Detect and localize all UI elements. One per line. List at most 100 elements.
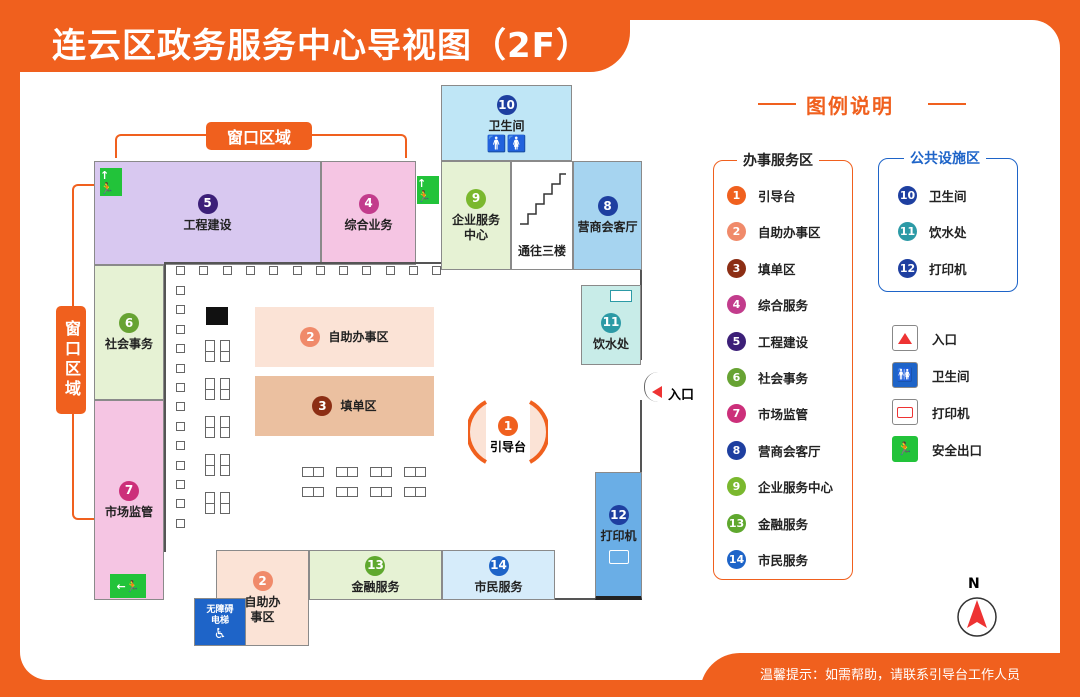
entrance-label[interactable]: 入口 xyxy=(668,388,695,403)
seat xyxy=(245,266,255,275)
desk xyxy=(205,454,215,476)
legend-symbol-exit: 🏃 安全出口 xyxy=(892,436,982,462)
seat xyxy=(362,266,372,275)
seat xyxy=(176,266,185,275)
room-label: 卫生间 xyxy=(488,119,525,133)
room-comprehensive[interactable]: 4 综合业务 xyxy=(321,161,416,265)
room-number: 12 xyxy=(608,505,629,525)
service-legend-title: 办事服务区 xyxy=(737,150,819,170)
legend-symbol-label: 入口 xyxy=(932,331,958,347)
legend-number: 6 xyxy=(727,368,746,387)
room-label: 综合业务 xyxy=(344,217,393,232)
legend-symbol-entrance: 入口 xyxy=(892,325,957,351)
stairs[interactable]: 通往三楼 xyxy=(511,161,573,270)
legend-item-label: 市场监管 xyxy=(758,407,809,423)
header-notch xyxy=(20,20,630,72)
room-label: 金融服务 xyxy=(351,579,400,594)
wall xyxy=(164,262,441,264)
legend-service-item: 3 填单区 xyxy=(727,258,796,278)
room-number: 3 xyxy=(312,396,333,416)
footer-tab xyxy=(700,653,1060,697)
room-number: 9 xyxy=(466,188,486,209)
desk xyxy=(205,340,215,362)
seat xyxy=(176,480,185,489)
elevator-label: 无障碍电梯 xyxy=(206,604,234,626)
seat xyxy=(176,305,185,315)
legend-number: 14 xyxy=(727,550,746,569)
legend-item-label: 填单区 xyxy=(758,261,796,277)
desk xyxy=(220,340,230,362)
seat xyxy=(176,441,185,451)
compass-icon xyxy=(957,597,997,637)
guide-desk[interactable]: 1 引导台 xyxy=(468,396,548,468)
legend-number: 5 xyxy=(727,331,746,351)
legend-item-label: 营商会客厅 xyxy=(758,443,821,459)
desk xyxy=(404,487,426,497)
legend-number: 8 xyxy=(727,440,746,460)
legend-number: 3 xyxy=(727,258,746,278)
entrance-door xyxy=(644,372,658,402)
room-enterprise[interactable]: 9 企业服务中心 xyxy=(441,161,511,270)
printer-icon xyxy=(892,399,918,425)
room-form-filling[interactable]: 3 填单区 xyxy=(255,376,434,436)
desk xyxy=(370,467,392,477)
legend-rule xyxy=(928,103,966,105)
room-label: 自助办事区 xyxy=(244,595,281,624)
legend-number: 11 xyxy=(898,222,917,242)
room-self-service[interactable]: 2 自助办事区 xyxy=(255,307,434,367)
room-label: 企业服务中心 xyxy=(451,212,500,242)
accessible-elevator[interactable]: 无障碍电梯 ♿ xyxy=(194,598,246,646)
desk xyxy=(220,378,230,400)
room-number: 14 xyxy=(488,555,509,576)
exit-icon: ↑🏃 xyxy=(417,176,439,204)
room-printer[interactable]: 12 打印机 xyxy=(595,472,642,600)
seat xyxy=(176,383,185,392)
toilet-icon: 🚻 xyxy=(892,362,918,388)
room-number: 4 xyxy=(358,193,379,214)
desk xyxy=(302,467,324,477)
seat xyxy=(199,266,209,275)
legend-number: 4 xyxy=(727,295,746,315)
legend-symbol-label: 打印机 xyxy=(932,405,970,421)
desk xyxy=(220,492,230,514)
legend-item-label: 引导台 xyxy=(758,189,796,204)
desk xyxy=(302,487,324,497)
legend-item-label: 金融服务 xyxy=(758,516,809,532)
seat xyxy=(176,460,185,470)
room-engineering[interactable]: 5 工程建设 xyxy=(94,161,321,265)
stairs-icon xyxy=(520,173,566,225)
room-market-supervision[interactable]: 7 市场监管 xyxy=(94,400,164,600)
legend-number: 2 xyxy=(727,222,746,242)
room-toilet[interactable]: 10 卫生间 🚹🚺 xyxy=(441,85,572,161)
exit-icon: 🏃 xyxy=(892,436,918,462)
seat xyxy=(315,266,325,275)
exit-icon: ↑🏃 xyxy=(100,168,122,196)
desk xyxy=(370,487,392,497)
toilet-icon: 🚹🚺 xyxy=(486,134,527,153)
room-number: 10 xyxy=(496,95,517,115)
room-finance[interactable]: 13 金融服务 xyxy=(309,550,442,600)
desk xyxy=(205,378,215,400)
room-citizen[interactable]: 14 市民服务 xyxy=(442,550,555,600)
window-area-top-label: 窗口区域 xyxy=(206,122,312,150)
legend-number: 10 xyxy=(898,186,917,205)
room-business-lounge[interactable]: 8 营商会客厅 xyxy=(573,161,642,270)
legend-item-label: 社会事务 xyxy=(758,371,809,386)
room-social-affairs[interactable]: 6 社会事务 xyxy=(94,265,164,400)
desk xyxy=(336,487,358,497)
desk xyxy=(205,492,215,514)
legend-number: 7 xyxy=(727,404,746,424)
room-number: 5 xyxy=(197,193,218,214)
compass-label: N xyxy=(968,576,980,592)
seat xyxy=(176,421,185,431)
desk xyxy=(205,416,215,438)
seat xyxy=(385,266,395,275)
room-water[interactable]: 11 饮水处 xyxy=(581,285,641,365)
room-label: 自助办事区 xyxy=(328,329,389,344)
